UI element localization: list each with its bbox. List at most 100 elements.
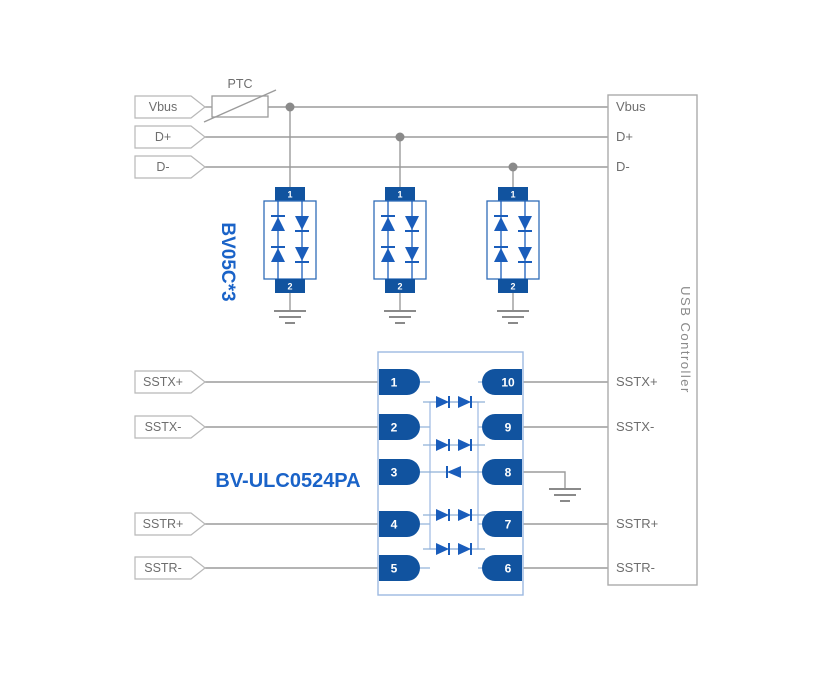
tag-dplus-label: D+: [155, 130, 171, 144]
junction-dot-dplus: [395, 132, 405, 142]
diode-icon: [447, 466, 461, 478]
chip-pin-4-number: 4: [391, 518, 398, 532]
chip-pin-10-number: 10: [501, 376, 515, 390]
tvs-pin1-number: 1: [287, 190, 292, 200]
tvs-body: [486, 200, 540, 280]
ptc-component: PTC: [203, 77, 277, 123]
junction-dot-dminus: [508, 162, 518, 172]
usb-controller-box: [607, 94, 698, 586]
diode-icon: [494, 217, 508, 231]
chip-pin-1-number: 1: [391, 376, 398, 390]
usb-controller-title: USB Controller: [678, 286, 693, 394]
left-signal-tags: Vbus D+ D- SSTX+ SSTX- SSTR+ SSTR-: [134, 95, 206, 580]
ctrl-pin-sstr-minus: SSTR-: [616, 560, 655, 575]
chip-pin-9-number: 9: [505, 421, 512, 435]
diode-icon: [494, 248, 508, 262]
usb-controller: USB Controller Vbus D+ D- SSTX+ SSTX- SS…: [607, 94, 698, 586]
tag-dminus: [134, 155, 206, 179]
tvs-pin2-pad: [498, 279, 528, 293]
ground-icon: [274, 310, 306, 324]
diode-icon: [381, 217, 395, 231]
ptc-diagonal-stroke: [203, 89, 277, 123]
tvs-body: [263, 200, 317, 280]
chip-pin-4: [379, 511, 420, 537]
signal-wires: [205, 106, 608, 569]
diode-icon: [295, 216, 309, 230]
diode-icon: [295, 247, 309, 261]
tag-sstr-plus: [134, 512, 206, 536]
tag-dminus-label: D-: [156, 160, 169, 174]
tag-sstr-minus-label: SSTR-: [144, 561, 182, 575]
chip-pin-1: [379, 369, 420, 395]
diode-icon: [436, 396, 449, 408]
ctrl-pin-dminus: D-: [616, 159, 630, 174]
diode-icon: [458, 543, 471, 555]
chip-pin-6-number: 6: [505, 562, 512, 576]
diode-icon: [458, 396, 471, 408]
chip-pin-8: [482, 459, 522, 485]
chip-pin-6: [482, 555, 522, 581]
tag-sstx-minus-label: SSTX-: [145, 420, 182, 434]
chip-pin-5: [379, 555, 420, 581]
tag-sstx-plus: [134, 370, 206, 394]
diode-icon: [381, 248, 395, 262]
tag-sstr-plus-label: SSTR+: [143, 517, 184, 531]
tag-sstx-plus-label: SSTX+: [143, 375, 183, 389]
tvs-pin2-pad: [275, 279, 305, 293]
tvs-pin2-pad: [385, 279, 415, 293]
tvs-pin1-number: 1: [397, 190, 402, 200]
diode-icon: [405, 216, 419, 230]
diode-icon: [458, 439, 471, 451]
junction-dot-vbus: [285, 102, 295, 112]
tvs-device-2: 1 2: [373, 187, 427, 324]
chip-pin-7-number: 7: [505, 518, 512, 532]
chip-pin-2-number: 2: [391, 421, 398, 435]
chip-pin-2: [379, 414, 420, 440]
diode-icon: [271, 248, 285, 262]
tvs-pin1-pad: [275, 187, 305, 201]
tvs-device-1: 1 2: [263, 187, 317, 324]
tvs-body: [373, 200, 427, 280]
ground-icon: [549, 488, 581, 502]
diode-icon: [436, 543, 449, 555]
chip-pin-3: [379, 459, 420, 485]
tag-vbus-label: Vbus: [149, 100, 178, 114]
diode-icon: [405, 247, 419, 261]
diode-icon: [271, 217, 285, 231]
chip-pin-8-number: 8: [505, 466, 512, 480]
tvs-device-3: 1 2: [486, 187, 540, 324]
ctrl-pin-sstx-plus: SSTX+: [616, 374, 658, 389]
diode-icon: [458, 509, 471, 521]
chip-pin-3-number: 3: [391, 466, 398, 480]
chip-pin-7: [482, 511, 522, 537]
ground-icon: [384, 310, 416, 324]
tvs-pin2-number: 2: [397, 282, 402, 292]
tvs-pin1-number: 1: [510, 190, 515, 200]
diode-icon: [518, 247, 532, 261]
tvs-pin2-number: 2: [287, 282, 292, 292]
ctrl-pin-sstx-minus: SSTX-: [616, 419, 654, 434]
ptc-label: PTC: [228, 77, 253, 91]
diode-icon: [518, 216, 532, 230]
chip-pin-10: [482, 369, 522, 395]
chip-pin-9: [482, 414, 522, 440]
chip-bv-ulc0524pa: 1 2 3 4 5 10 9 8 7 6: [377, 351, 524, 596]
ctrl-pin-sstr-plus: SSTR+: [616, 516, 658, 531]
pin8-ground-wire: [522, 471, 566, 489]
tag-vbus: [134, 95, 206, 119]
ctrl-pin-dplus: D+: [616, 129, 633, 144]
tag-sstx-minus: [134, 415, 206, 439]
tvs-pin1-pad: [385, 187, 415, 201]
tvs-pin2-number: 2: [510, 282, 515, 292]
diode-icon: [436, 509, 449, 521]
chip-label: BV-ULC0524PA: [215, 470, 360, 492]
ground-icon: [497, 310, 529, 324]
tag-dplus: [134, 125, 206, 149]
tag-sstr-minus: [134, 556, 206, 580]
diode-icon: [436, 439, 449, 451]
ctrl-pin-vbus: Vbus: [616, 99, 646, 114]
chip-pin-5-number: 5: [391, 562, 398, 576]
tvs-pin1-pad: [498, 187, 528, 201]
